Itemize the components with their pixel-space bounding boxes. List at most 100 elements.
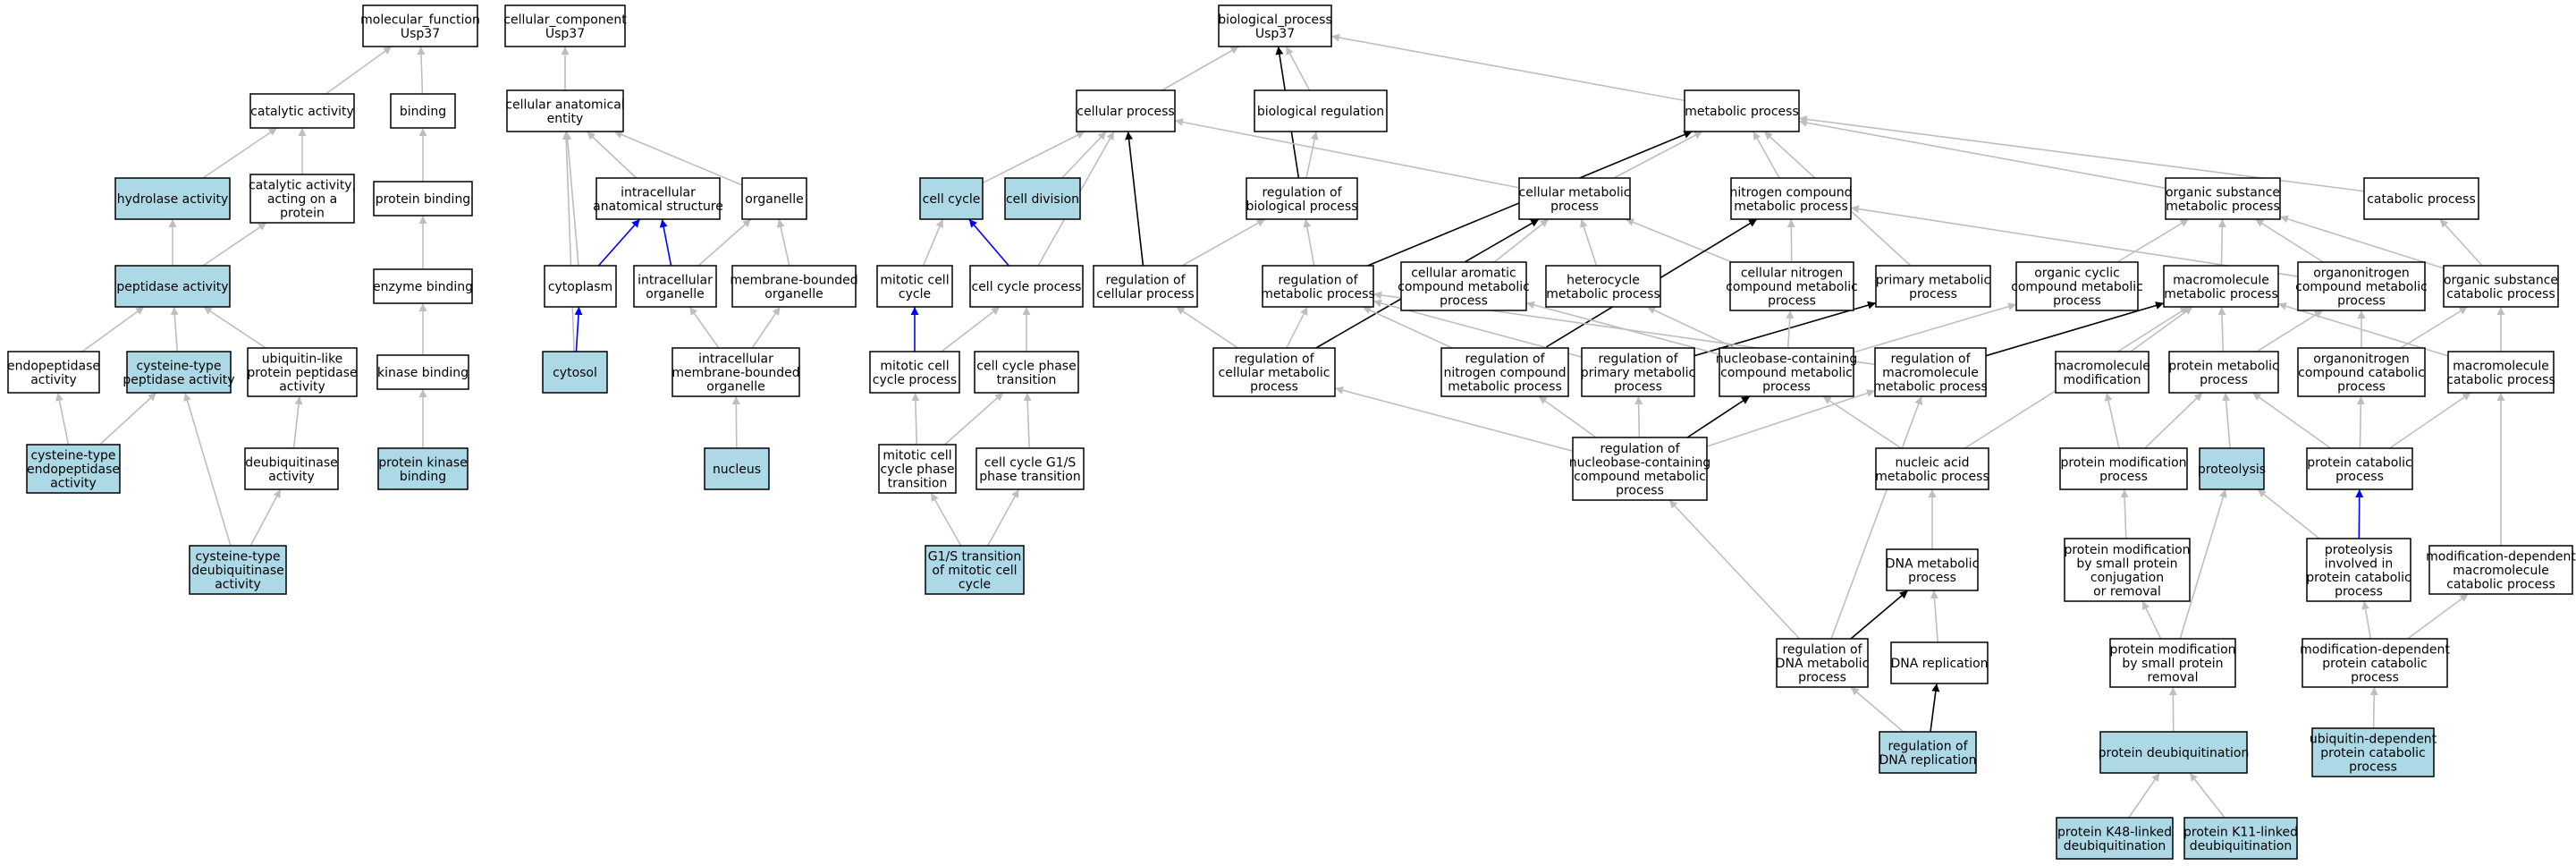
term-node-prot-deubiq[interactable]: protein deubiquitination (2099, 731, 2250, 774)
term-box (1730, 177, 1852, 220)
term-box (2297, 261, 2426, 311)
term-node-kinase-binding[interactable]: kinase binding (376, 354, 469, 390)
term-node-peptidase[interactable]: peptidase activity (114, 265, 231, 308)
term-node-hydrolase[interactable]: hydrolase activity (114, 177, 231, 220)
term-node-nucleus[interactable]: nucleus (704, 447, 770, 490)
term-node-metabolic[interactable]: metabolic process (1684, 89, 1800, 132)
term-box (976, 447, 1085, 490)
term-box (1581, 347, 1695, 397)
term-node-protein-binding[interactable]: protein binding (373, 181, 473, 216)
term-node-cell-cycle[interactable]: cell cycle (919, 177, 984, 220)
edge-part-of-cytoplasm-to-ias (597, 218, 641, 267)
term-box (2199, 447, 2265, 490)
term-node-cellular-process[interactable]: cellular process (1076, 89, 1176, 132)
term-box (1518, 177, 1631, 220)
term-node-enzyme-binding[interactable]: enzyme binding (373, 268, 473, 304)
term-node-cytosol[interactable]: cytosol (542, 351, 608, 394)
term-node-cc-process[interactable]: cell cycle process (969, 265, 1084, 308)
term-node-cell-division[interactable]: cell division (1004, 177, 1081, 220)
term-node-binding[interactable]: binding (390, 93, 456, 129)
term-node-catabolic[interactable]: catabolic process (2363, 177, 2479, 220)
edge-regulates-reg_macromol-to-macromol_met (1985, 301, 2165, 357)
edge-is-a-pm_small_rem-to-proteolysis (2179, 488, 2227, 640)
edge-regulates-reg_dna_rep-to-dna_rep (1930, 683, 1940, 733)
term-box (1572, 437, 1708, 501)
term-node-bio-reg[interactable]: biological regulation (1254, 89, 1388, 132)
term-node-proteolysis[interactable]: proteolysis (2198, 447, 2266, 490)
term-box (114, 177, 231, 220)
edge-is-a-nucleobase_met-to-cell_nitro (1786, 310, 1795, 349)
edge-is-a-reg_met-to-reg_bio (1303, 218, 1315, 267)
term-node-catalytic[interactable]: catalytic activity (249, 93, 355, 129)
term-node-dna-rep[interactable]: DNA replication (1890, 641, 1989, 684)
edge-is-a-nitro_met-to-metabolic (1753, 131, 1780, 179)
term-node-cytoplasm[interactable]: cytoplasm (544, 265, 617, 308)
term-node-organelle[interactable]: organelle (741, 177, 807, 220)
